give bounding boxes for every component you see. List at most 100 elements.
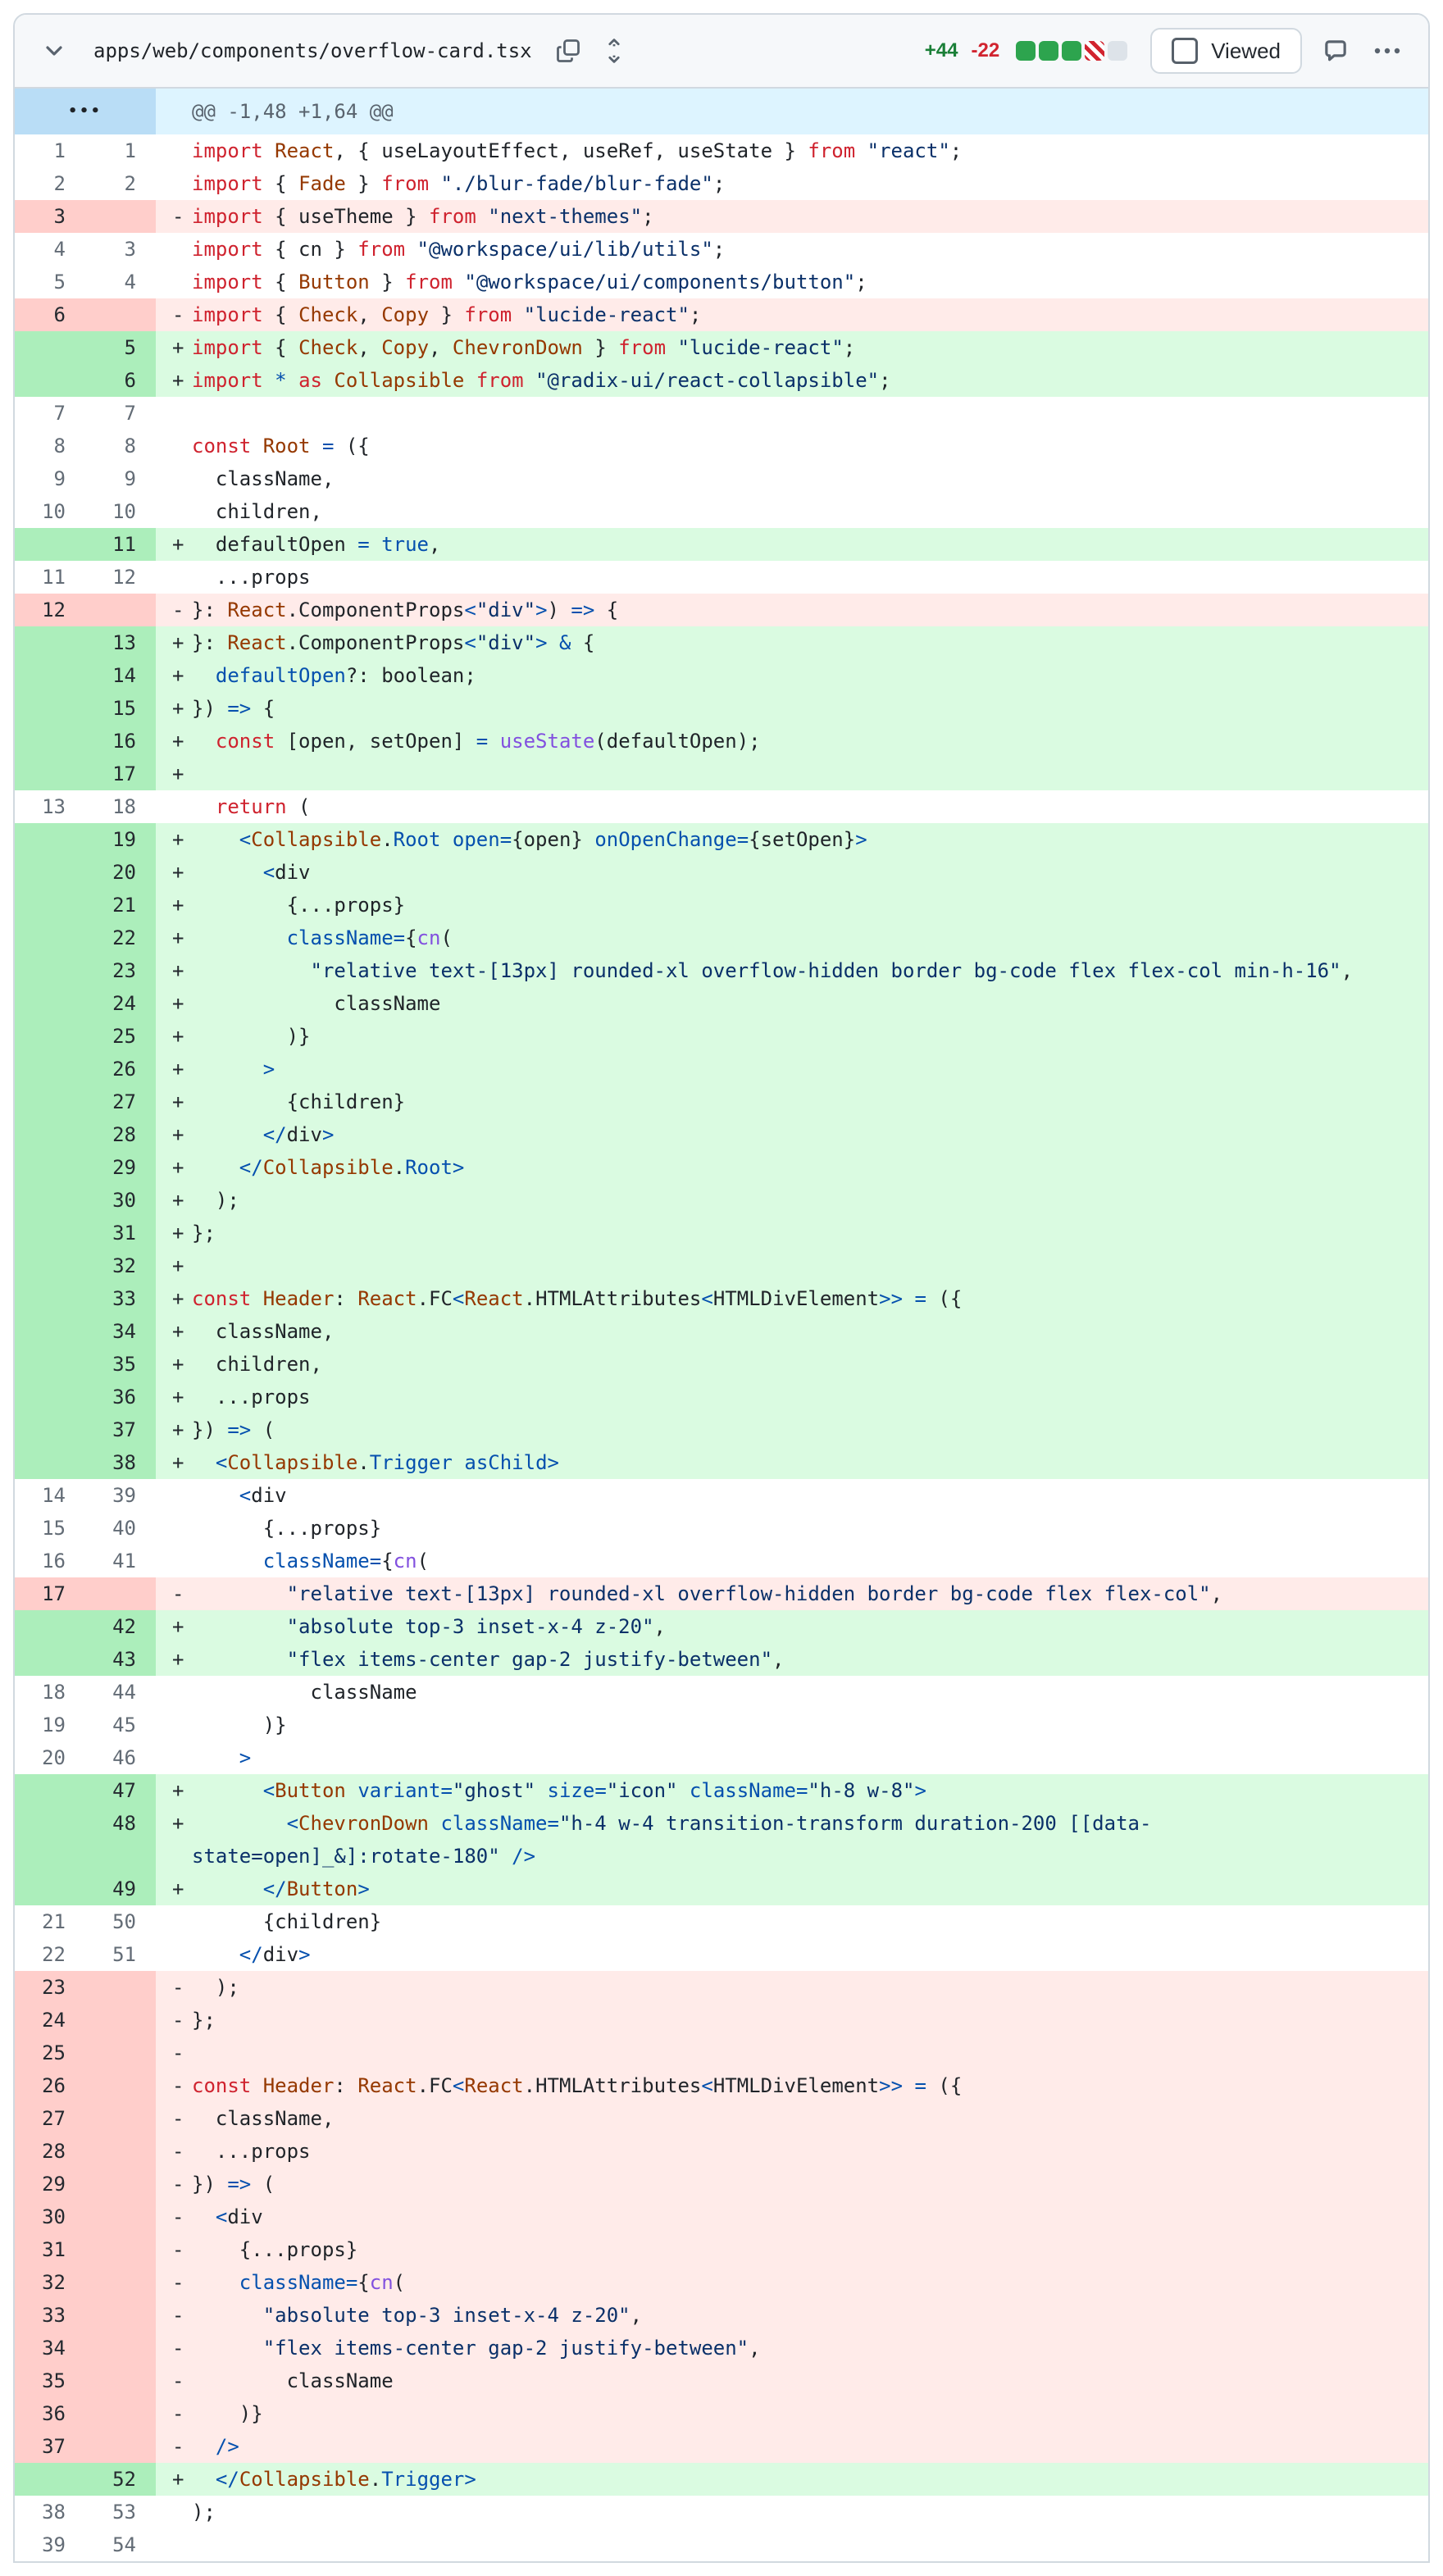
old-line-number[interactable]: [15, 1085, 85, 1118]
new-line-number[interactable]: 10: [112, 500, 136, 523]
new-line-number[interactable]: 28: [85, 1118, 156, 1151]
old-line-number[interactable]: 21: [42, 1910, 66, 1933]
old-line-number[interactable]: 28: [15, 2135, 85, 2168]
copy-icon[interactable]: [552, 34, 585, 67]
new-line-number[interactable]: [85, 2332, 156, 2364]
new-line-number[interactable]: 5: [85, 331, 156, 364]
old-line-number[interactable]: [15, 758, 85, 790]
new-line-number[interactable]: 32: [85, 1249, 156, 1282]
old-line-number[interactable]: 8: [53, 435, 66, 457]
new-line-number[interactable]: 27: [85, 1085, 156, 1118]
old-line-number[interactable]: [15, 1282, 85, 1315]
old-line-number[interactable]: 32: [15, 2266, 85, 2299]
new-line-number[interactable]: [85, 2004, 156, 2037]
old-line-number[interactable]: 34: [15, 2332, 85, 2364]
old-line-number[interactable]: [15, 823, 85, 856]
old-line-number[interactable]: [15, 1381, 85, 1413]
new-line-number[interactable]: [85, 2266, 156, 2299]
old-line-number[interactable]: [15, 922, 85, 954]
old-line-number[interactable]: [15, 1184, 85, 1217]
old-line-number[interactable]: [15, 1053, 85, 1085]
old-line-number[interactable]: 7: [53, 402, 66, 425]
old-line-number[interactable]: 14: [42, 1484, 66, 1507]
old-line-number[interactable]: [15, 725, 85, 758]
new-line-number[interactable]: 40: [112, 1517, 136, 1540]
new-line-number[interactable]: 38: [85, 1446, 156, 1479]
old-line-number[interactable]: [15, 1807, 85, 1873]
old-line-number[interactable]: 36: [15, 2397, 85, 2430]
viewed-checkbox[interactable]: [1172, 38, 1199, 64]
old-line-number[interactable]: 20: [42, 1746, 66, 1769]
new-line-number[interactable]: [85, 2430, 156, 2463]
new-line-number[interactable]: 17: [85, 758, 156, 790]
new-line-number[interactable]: 51: [112, 1943, 136, 1966]
old-line-number[interactable]: [15, 1413, 85, 1446]
old-line-number[interactable]: 25: [15, 2037, 85, 2069]
new-line-number[interactable]: 39: [112, 1484, 136, 1507]
new-line-number[interactable]: 4: [124, 271, 136, 294]
old-line-number[interactable]: 15: [42, 1517, 66, 1540]
old-line-number[interactable]: [15, 1315, 85, 1348]
new-line-number[interactable]: 25: [85, 1020, 156, 1053]
kebab-icon[interactable]: [1369, 34, 1405, 67]
new-line-number[interactable]: 31: [85, 1217, 156, 1249]
new-line-number[interactable]: 33: [85, 1282, 156, 1315]
old-line-number[interactable]: 13: [42, 795, 66, 818]
new-line-number[interactable]: 22: [85, 922, 156, 954]
new-line-number[interactable]: [85, 1577, 156, 1610]
old-line-number[interactable]: 6: [15, 298, 85, 331]
old-line-number[interactable]: [15, 659, 85, 692]
old-line-number[interactable]: 5: [53, 271, 66, 294]
old-line-number[interactable]: 10: [42, 500, 66, 523]
new-line-number[interactable]: 43: [85, 1643, 156, 1676]
new-line-number[interactable]: 15: [85, 692, 156, 725]
old-line-number[interactable]: [15, 364, 85, 397]
old-line-number[interactable]: [15, 1446, 85, 1479]
old-line-number[interactable]: 9: [53, 467, 66, 490]
new-line-number[interactable]: 12: [112, 566, 136, 589]
new-line-number[interactable]: 20: [85, 856, 156, 889]
old-line-number[interactable]: 22: [42, 1943, 66, 1966]
old-line-number[interactable]: [15, 987, 85, 1020]
new-line-number[interactable]: 54: [112, 2533, 136, 2556]
new-line-number[interactable]: [85, 594, 156, 626]
old-line-number[interactable]: 31: [15, 2233, 85, 2266]
old-line-number[interactable]: [15, 1118, 85, 1151]
new-line-number[interactable]: 37: [85, 1413, 156, 1446]
new-line-number[interactable]: 23: [85, 954, 156, 987]
new-line-number[interactable]: 52: [85, 2463, 156, 2496]
new-line-number[interactable]: [85, 2102, 156, 2135]
new-line-number[interactable]: 46: [112, 1746, 136, 1769]
old-line-number[interactable]: [15, 889, 85, 922]
new-line-number[interactable]: 36: [85, 1381, 156, 1413]
old-line-number[interactable]: 23: [15, 1971, 85, 2004]
comment-icon[interactable]: [1318, 34, 1353, 68]
old-line-number[interactable]: [15, 1151, 85, 1184]
new-line-number[interactable]: 42: [85, 1610, 156, 1643]
old-line-number[interactable]: [15, 331, 85, 364]
old-line-number[interactable]: 35: [15, 2364, 85, 2397]
new-line-number[interactable]: 35: [85, 1348, 156, 1381]
old-line-number[interactable]: 11: [42, 566, 66, 589]
new-line-number[interactable]: [85, 2233, 156, 2266]
new-line-number[interactable]: [85, 2397, 156, 2430]
old-line-number[interactable]: 19: [42, 1714, 66, 1736]
old-line-number[interactable]: 26: [15, 2069, 85, 2102]
new-line-number[interactable]: [85, 200, 156, 233]
new-line-number[interactable]: 26: [85, 1053, 156, 1085]
viewed-button[interactable]: Viewed: [1150, 28, 1302, 74]
old-line-number[interactable]: 39: [42, 2533, 66, 2556]
old-line-number[interactable]: [15, 1249, 85, 1282]
old-line-number[interactable]: [15, 1217, 85, 1249]
new-line-number[interactable]: [85, 2201, 156, 2233]
new-line-number[interactable]: [85, 2069, 156, 2102]
new-line-number[interactable]: 41: [112, 1550, 136, 1572]
new-line-number[interactable]: 1: [124, 139, 136, 162]
new-line-number[interactable]: [85, 2168, 156, 2201]
new-line-number[interactable]: 9: [124, 467, 136, 490]
new-line-number[interactable]: 24: [85, 987, 156, 1020]
new-line-number[interactable]: [85, 2364, 156, 2397]
new-line-number[interactable]: [85, 1971, 156, 2004]
new-line-number[interactable]: 34: [85, 1315, 156, 1348]
new-line-number[interactable]: 29: [85, 1151, 156, 1184]
